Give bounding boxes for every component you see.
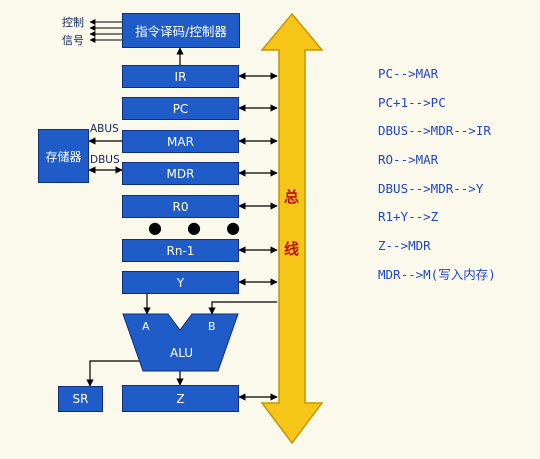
register-sr: SR xyxy=(58,386,103,412)
register-r0: R0 xyxy=(122,195,239,218)
register-rn-1: Rn-1 xyxy=(122,239,239,262)
micro-operation-steps: PC-->MAR PC+1-->PC DBUS-->MDR-->IR RO-->… xyxy=(378,60,496,290)
bus-label-bottom: 线 xyxy=(284,240,300,258)
alu-label: ALU xyxy=(170,346,194,360)
alu-input-b-label: B xyxy=(208,320,216,333)
step-2: PC+1-->PC xyxy=(378,94,446,110)
step-8: MDR-->M(写入内存) xyxy=(378,266,496,282)
register-mar: MAR xyxy=(122,130,239,153)
alu-input-a-label: A xyxy=(142,320,150,333)
register-ir: IR xyxy=(122,65,239,88)
register-bus-links xyxy=(238,72,278,401)
memory-box: 存储器 xyxy=(38,129,89,183)
register-pc: PC xyxy=(122,97,239,120)
register-ellipsis: ● ● ● xyxy=(148,218,251,237)
bus-label-top: 总 xyxy=(284,188,300,206)
step-6: R1+Y-->Z xyxy=(378,209,439,225)
dbus-label: DBUS xyxy=(90,154,120,166)
register-z: Z xyxy=(122,385,239,412)
step-7: Z-->MDR xyxy=(378,238,431,254)
step-3: DBUS-->MDR-->IR xyxy=(378,123,491,139)
register-y: Y xyxy=(122,271,239,294)
alu-shape xyxy=(122,313,239,372)
step-5: DBUS-->MDR-->Y xyxy=(378,180,484,196)
bus-to-alu-b-line xyxy=(208,301,277,315)
control-unit-box: 指令译码/控制器 xyxy=(122,13,240,48)
control-signal-arrows xyxy=(89,19,122,43)
control-signal-label-1: 控制 xyxy=(62,16,84,29)
alu-to-sr-line xyxy=(86,360,143,387)
control-signal-label-2: 信号 xyxy=(62,34,84,47)
step-4: RO-->MAR xyxy=(378,152,439,168)
abus-label: ABUS xyxy=(90,123,119,135)
bus-arrow-shape xyxy=(260,12,324,445)
register-mdr: MDR xyxy=(122,162,239,185)
step-1: PC-->MAR xyxy=(378,66,439,81)
